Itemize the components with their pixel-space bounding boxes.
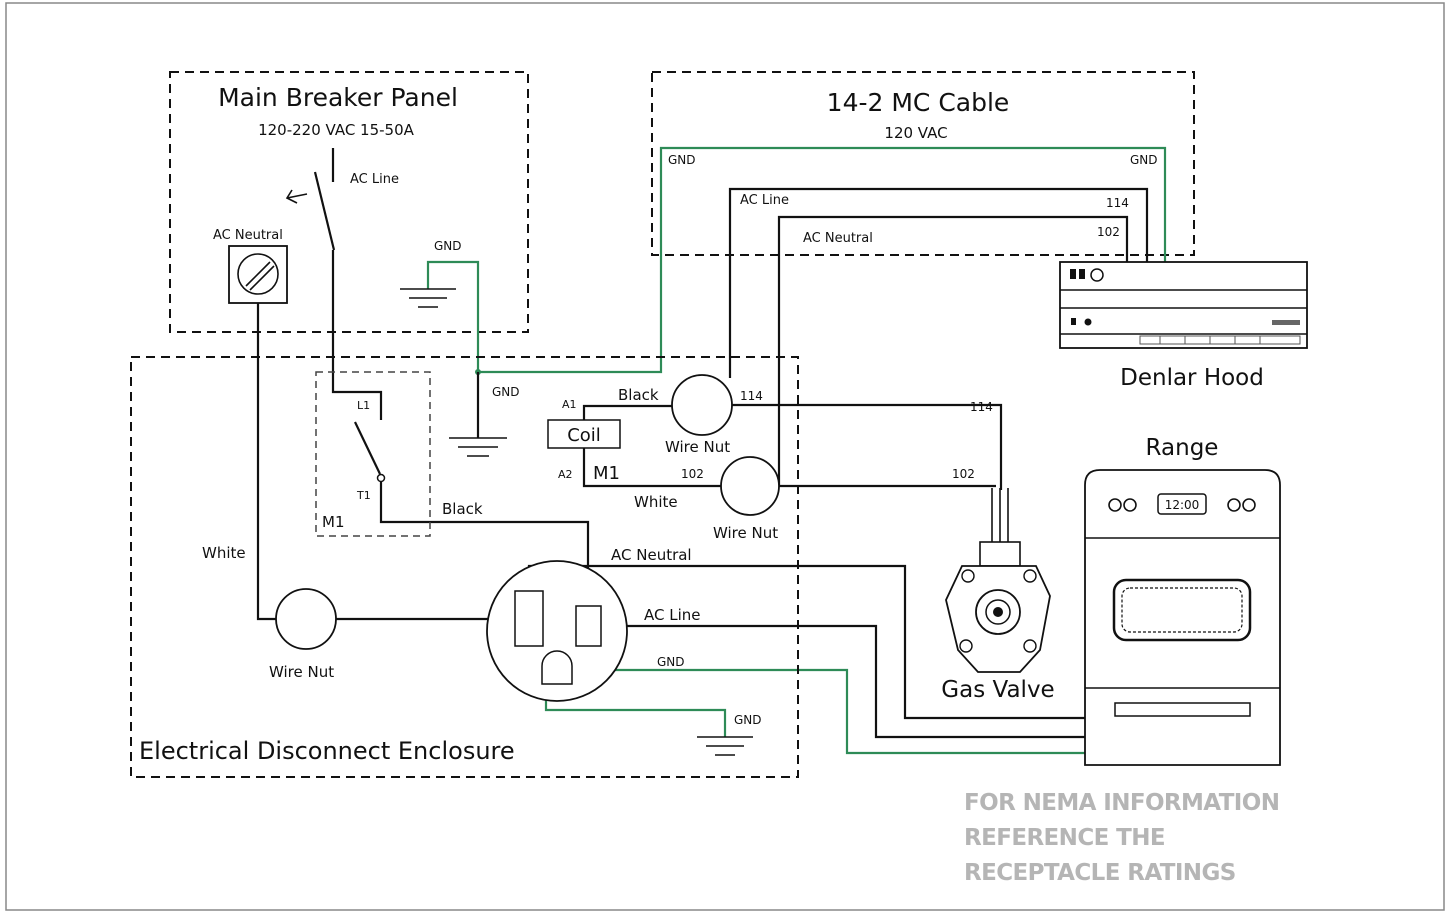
black-label-mid: Black [442, 500, 483, 518]
cable-title: 14-2 MC Cable [827, 88, 1010, 117]
black-label-top: Black [618, 386, 659, 404]
range-icon [1084, 469, 1281, 766]
black-wire-receptacle [379, 478, 590, 606]
receptacle-icon [486, 560, 628, 702]
wire-nut-top-icon [671, 374, 733, 436]
gas-valve-icon [945, 488, 1051, 673]
ac-line-wire-hood [728, 187, 1149, 378]
wire-nut-left-icon [275, 588, 337, 650]
coil-a1-wire [582, 404, 672, 420]
wire-nut-mid-label: Wire Nut [713, 524, 778, 542]
denlar-hood-icon [1059, 261, 1308, 349]
outer-frame [5, 2, 1445, 911]
contactor-t1: T1 [356, 489, 371, 502]
receptacle-ac-line: AC Line [644, 606, 701, 624]
cable-ac-neutral: AC Neutral [803, 231, 873, 246]
range-clock-display [1157, 493, 1207, 515]
nema-note-line-2: REFERENCE THE [964, 825, 1166, 851]
range-drawer-handle [1114, 702, 1251, 717]
wire-114-gas-valve [730, 403, 1003, 490]
panel-rating: 120-220 VAC 15-50A [258, 121, 415, 139]
nema-note-line-3: RECEPTACLE RATINGS [964, 860, 1236, 886]
receptacle-ac-neutral: AC Neutral [611, 546, 692, 564]
main-breaker-panel: Main Breaker Panel 120-220 VAC 15-50A AC… [169, 71, 529, 372]
nema-note-line-1: FOR NEMA INFORMATION [964, 790, 1280, 816]
enclosure-title: Electrical Disconnect Enclosure [139, 737, 515, 765]
wire-nut-left-label: Wire Nut [269, 663, 334, 681]
coil-label: Coil [567, 425, 601, 446]
gas-valve-label: Gas Valve [941, 677, 1054, 703]
panel-title: Main Breaker Panel [218, 83, 458, 112]
coil-a2: A2 [558, 468, 573, 481]
wire-114-label: 114 [740, 389, 763, 403]
coil-a1: A1 [562, 398, 577, 411]
white-neutral-wire [256, 303, 276, 621]
breaker-switch-blade [313, 171, 336, 251]
coil-box [547, 419, 621, 449]
panel-ground-symbol-icon [400, 288, 456, 308]
contactor-label: M1 [322, 513, 345, 531]
wire-nut-mid-icon [720, 456, 780, 516]
panel-ac-line-label: AC Line [350, 172, 399, 187]
range-oven-window [1112, 578, 1252, 642]
contactor-l1: L1 [357, 399, 370, 412]
cable-gnd-left: GND [668, 153, 696, 167]
panel-line-wire [331, 250, 383, 420]
cable-ac-line: AC Line [740, 193, 789, 208]
ground-wire-range [568, 668, 1088, 755]
cable-gnd-right: GND [1130, 153, 1158, 167]
enclosure-ground-symbol-icon [449, 437, 507, 457]
gas-valve-114: 114 [970, 400, 993, 414]
range-label: Range [1146, 435, 1219, 461]
bottom-ground-symbol-icon [697, 736, 753, 756]
disconnect-enclosure: Electrical Disconnect Enclosure GND L1 T… [130, 356, 799, 778]
ground-wire-hood [478, 146, 1167, 374]
mc-cable-box: 14-2 MC Cable 120 VAC GND GND AC Line AC… [651, 71, 1195, 256]
gas-valve-102: 102 [952, 467, 975, 481]
contactor-switch-blade [354, 421, 381, 475]
coil-m1: M1 [593, 463, 620, 484]
cable-voltage: 120 VAC [884, 124, 947, 142]
ac-neutral-wire-hood [777, 215, 1129, 486]
white-label-left: White [202, 544, 246, 562]
receptacle-gnd: GND [657, 655, 685, 669]
range-clock: 12:00 [1165, 498, 1200, 512]
breaker-arrow-icon [285, 189, 308, 204]
wire-nut-top-label: Wire Nut [665, 438, 730, 456]
nema-note: FOR NEMA INFORMATION REFERENCE THE RECEP… [964, 786, 1284, 891]
coil-a2-wire [582, 448, 722, 488]
hood-label: Denlar Hood [1120, 365, 1264, 391]
contactor-m1-box [315, 371, 431, 537]
enclosure-gnd-label: GND [492, 385, 520, 399]
wire-102-label: 102 [681, 467, 704, 481]
white-label-mid: White [634, 493, 678, 511]
ac-line-wire-range [601, 624, 1088, 739]
cable-wire-114: 114 [1106, 196, 1129, 210]
panel-ac-neutral-label: AC Neutral [213, 228, 283, 243]
bottom-gnd-label: GND [734, 713, 762, 727]
cable-wire-102: 102 [1097, 225, 1120, 239]
panel-gnd-label: GND [434, 239, 462, 253]
